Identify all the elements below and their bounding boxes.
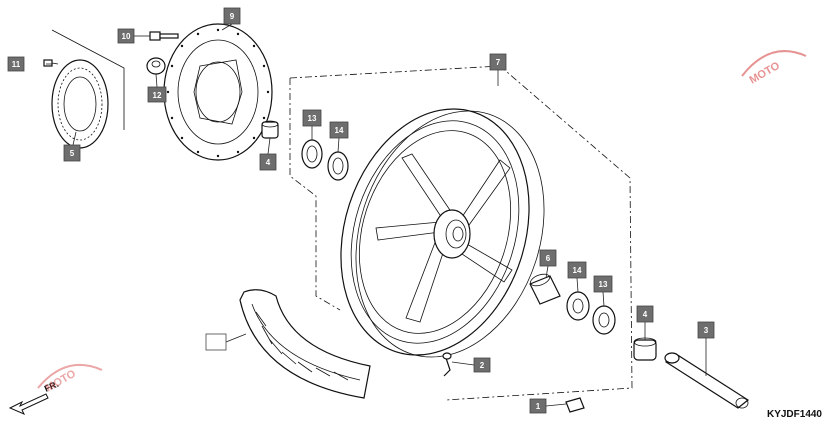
svg-text:4: 4 — [643, 310, 648, 319]
weight-clip-part — [565, 397, 585, 413]
callout-1: 1 — [529, 398, 547, 414]
bearing-13-right-part — [592, 305, 616, 335]
air-valve-part — [442, 352, 452, 377]
wheel-group-outline — [289, 65, 633, 401]
callout-14-right: 14 — [567, 261, 587, 279]
callout-13-right: 13 — [593, 275, 613, 293]
callout-2: 2 — [473, 357, 491, 373]
front-axle-part — [664, 352, 750, 409]
svg-text:1: 1 — [536, 402, 541, 411]
disc-nut-part — [146, 57, 166, 75]
diagram-code: KYJDF1440 — [766, 409, 822, 420]
svg-text:5: 5 — [70, 149, 75, 158]
callout-14-left: 14 — [329, 121, 349, 139]
svg-text:12: 12 — [153, 91, 162, 100]
callout-12: 12 — [147, 86, 167, 103]
sensor-ring-group-outline — [51, 29, 125, 130]
leader-lines — [46, 23, 707, 407]
callout-13-left: 13 — [302, 109, 322, 127]
bearing-13-left-part — [301, 139, 323, 169]
distance-collar-part — [529, 273, 561, 305]
callout-6: 6 — [539, 249, 557, 267]
front-arrow-icon — [8, 393, 49, 415]
callout-9: 9 — [223, 7, 241, 25]
svg-text:13: 13 — [308, 114, 317, 123]
side-collar-right-part — [633, 337, 657, 361]
bearing-14-right-part — [566, 291, 590, 321]
disc-bolt-part — [149, 31, 179, 41]
svg-text:11: 11 — [12, 60, 21, 69]
callout-5: 5 — [63, 144, 81, 162]
front-tire-part — [239, 289, 371, 399]
svg-text:14: 14 — [335, 126, 344, 135]
callout-4-right: 4 — [636, 305, 654, 323]
callout-10: 10 — [117, 28, 135, 44]
svg-text:4: 4 — [266, 158, 271, 167]
svg-text:14: 14 — [573, 266, 582, 275]
callout-4-left: 4 — [259, 153, 277, 171]
sensor-bolt-part — [43, 59, 59, 67]
svg-text:3: 3 — [704, 326, 709, 335]
watermark-logo-bottom-left: MOTO — [37, 363, 103, 395]
callout-7: 7 — [489, 53, 507, 71]
svg-text:13: 13 — [599, 280, 608, 289]
side-collar-left-part — [261, 120, 279, 139]
bearing-14-left-part — [327, 151, 349, 181]
callout-tire-empty — [205, 333, 227, 351]
pulser-ring-part — [51, 59, 109, 149]
svg-text:6: 6 — [546, 254, 551, 263]
brake-disc-part — [163, 23, 273, 161]
watermark-logo-top-right: MOTO — [741, 50, 807, 87]
svg-text:9: 9 — [230, 12, 235, 21]
svg-text:MOTO: MOTO — [44, 368, 79, 395]
callout-11: 11 — [7, 56, 25, 72]
svg-text:7: 7 — [496, 58, 501, 67]
callout-3: 3 — [697, 321, 715, 339]
svg-text:2: 2 — [480, 361, 485, 370]
svg-text:10: 10 — [122, 32, 131, 41]
front-wheel-part — [340, 108, 545, 358]
